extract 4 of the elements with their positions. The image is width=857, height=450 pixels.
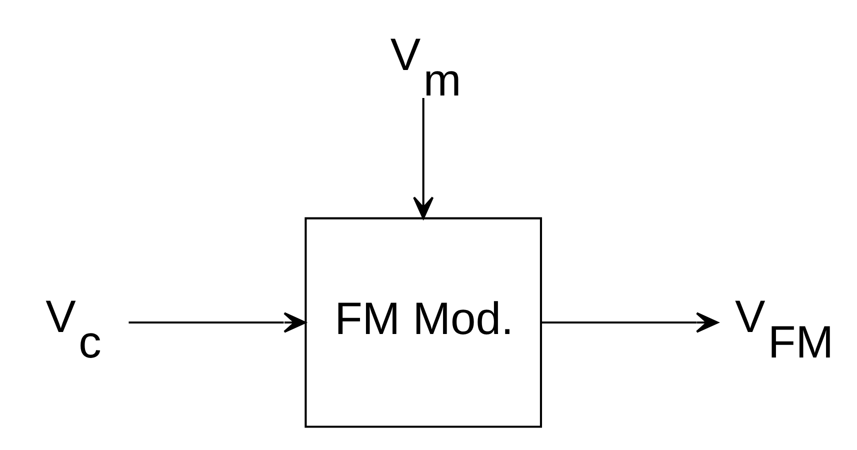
node-box: FM Mod. bbox=[304, 217, 542, 428]
arrow bbox=[413, 98, 434, 220]
arrow bbox=[542, 312, 719, 333]
arrow bbox=[128, 312, 306, 333]
